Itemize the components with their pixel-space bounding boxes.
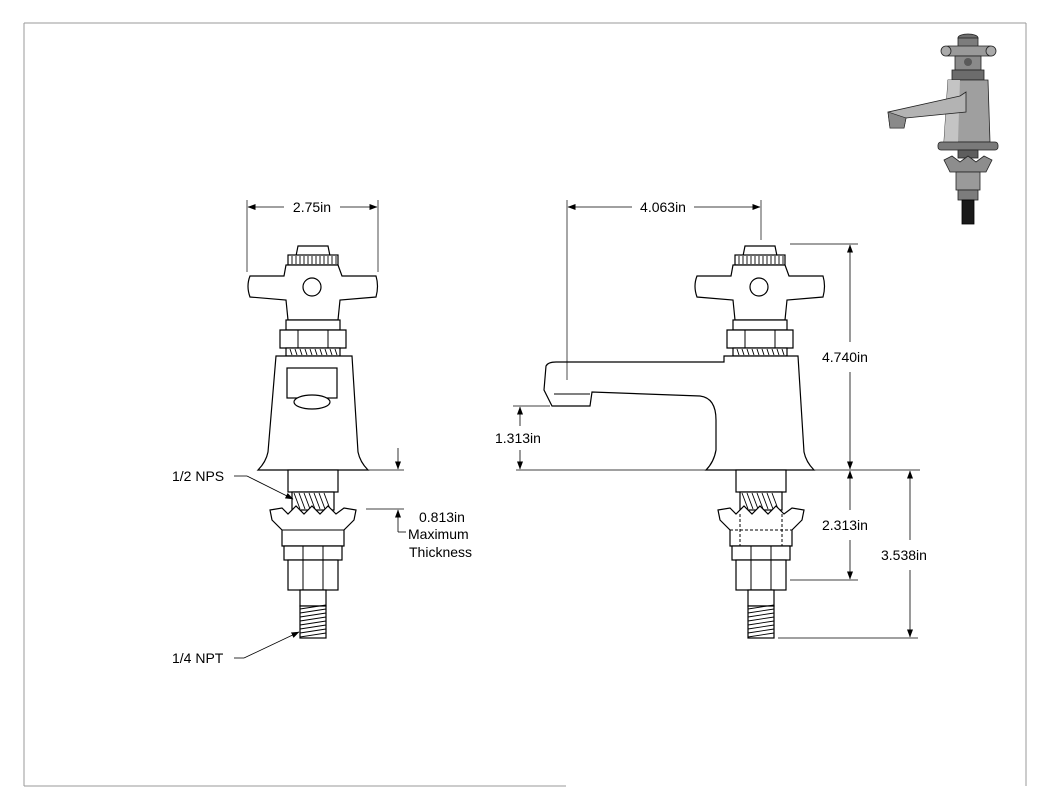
- max-thickness-dimension: 0.813in Maximum Thickness: [366, 448, 472, 560]
- side-view: [543, 245, 826, 639]
- max-thickness-value: 0.813in: [419, 509, 465, 525]
- below-deck-dimension: 3.538in: [778, 470, 927, 639]
- spout-reach-dimension: 4.063in: [566, 199, 762, 380]
- sheet-frame: [23, 22, 1027, 787]
- overall-height-label: 4.740in: [822, 349, 868, 365]
- max-thickness-line1: Maximum: [408, 526, 469, 542]
- below-deck-label: 3.538in: [881, 547, 927, 563]
- nps-callout-label: 1/2 NPS: [172, 468, 224, 484]
- faucet-3d-thumbnail: [887, 33, 999, 225]
- overall-height-dimension: 4.740in: [790, 243, 868, 470]
- spout-height-dimension: 1.313in: [495, 405, 550, 470]
- max-thickness-line2: Thickness: [409, 544, 472, 560]
- shank-length-dimension: 2.313in: [790, 470, 868, 581]
- shank-length-label: 2.313in: [822, 517, 868, 533]
- width-dimension-label: 2.75in: [293, 199, 331, 215]
- npt-callout: 1/4 NPT: [172, 631, 300, 666]
- front-view: [247, 245, 379, 639]
- width-dimension: 2.75in: [246, 199, 379, 272]
- nps-callout: 1/2 NPS: [172, 468, 294, 500]
- npt-callout-label: 1/4 NPT: [172, 650, 224, 666]
- spout-height-label: 1.313in: [495, 430, 541, 446]
- spout-reach-label: 4.063in: [640, 199, 686, 215]
